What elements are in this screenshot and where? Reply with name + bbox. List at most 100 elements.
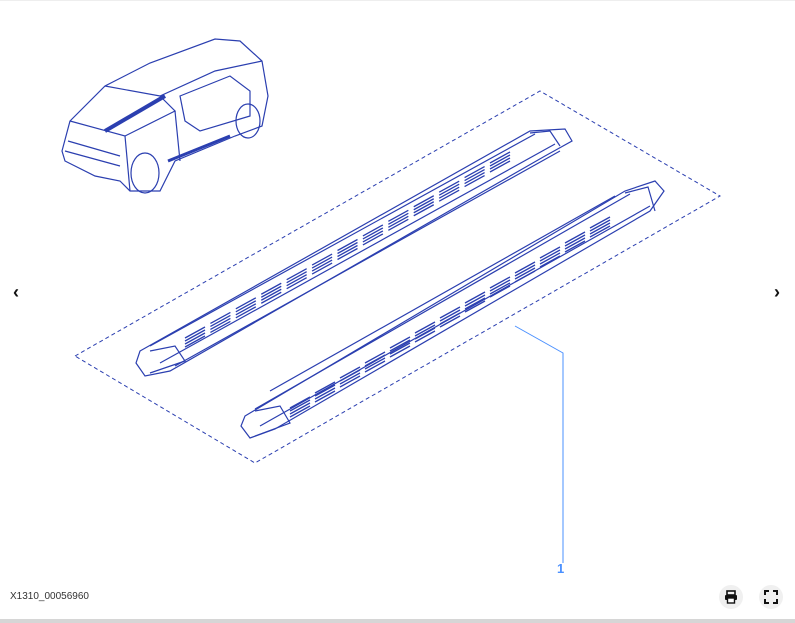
tread-slot [286, 274, 307, 287]
tread-slot [311, 253, 333, 266]
tread-slot [489, 151, 511, 164]
tread-slot [210, 320, 231, 333]
tread-slot [413, 201, 435, 214]
tread-slot [489, 279, 511, 292]
tread-slot [464, 169, 485, 182]
tread-slot [286, 271, 307, 284]
tread-slot [337, 244, 358, 258]
tread-slot [260, 285, 282, 298]
tread-slot [438, 189, 460, 202]
tread-slot [314, 387, 336, 400]
tread-slot [364, 354, 386, 367]
tread-slot [564, 231, 586, 244]
tread-slot [589, 219, 611, 232]
tread-slot [235, 297, 257, 310]
tread-slot [339, 366, 361, 379]
tread-slot [184, 332, 206, 345]
tread-slot [439, 309, 461, 322]
tread-slot [311, 256, 333, 269]
tread-slot [364, 360, 386, 373]
tread-slot [539, 255, 561, 268]
tread-slot [439, 306, 461, 319]
tread-slot [438, 186, 460, 199]
tread-slot [564, 234, 586, 247]
tread-slot [464, 175, 485, 188]
tread-slot [286, 277, 307, 290]
tread-slot [539, 252, 561, 265]
tread-slot [439, 312, 461, 325]
tread-slot [362, 230, 384, 243]
tread-slot [539, 249, 561, 262]
tread-slot [314, 381, 336, 394]
tread-slot [260, 291, 282, 304]
running-board-left [135, 128, 573, 377]
print-button[interactable] [719, 585, 743, 609]
tread-slot [289, 396, 311, 409]
tread-slot [413, 204, 435, 217]
tread-slot [489, 160, 511, 173]
tread-slot [362, 227, 384, 240]
tread-slot [260, 282, 282, 295]
tread-slot [388, 209, 409, 222]
tread-slot [260, 288, 282, 301]
tread-slot [388, 215, 409, 228]
tread-slot [489, 157, 511, 170]
tread-slot [235, 306, 257, 319]
tread-slot [414, 321, 436, 334]
tread-slot [339, 375, 361, 388]
tread-slot [489, 282, 511, 295]
tread-slot [337, 247, 358, 261]
tread-slot [414, 324, 436, 337]
vehicle-illustration [61, 38, 269, 194]
tread-slot [414, 327, 436, 340]
tread-slot [289, 399, 311, 412]
tread-slot [235, 300, 257, 313]
tread-slot [389, 342, 411, 355]
tread-slot [464, 172, 485, 185]
tread-slot [314, 384, 336, 397]
tread-slot [514, 261, 536, 274]
image-reference: X1310_00056960 [10, 591, 89, 602]
running-board-right [240, 180, 665, 439]
tread-slot [489, 285, 511, 298]
tread-slot [438, 180, 460, 193]
next-button[interactable]: › [767, 282, 787, 302]
tread-slot [364, 351, 386, 364]
tread-slot [210, 314, 231, 327]
callout-label[interactable]: 1 [557, 561, 565, 576]
tread-slot [337, 241, 358, 255]
tread-slot [514, 267, 536, 280]
tread-slot [184, 326, 206, 339]
tread-slot [389, 336, 411, 349]
tread-slot [286, 268, 307, 281]
fullscreen-button[interactable] [759, 585, 783, 609]
tread-slot [464, 294, 486, 307]
tread-slot [514, 264, 536, 277]
tread-slot [464, 300, 486, 313]
tread-slot [210, 317, 231, 330]
previous-button[interactable]: ‹ [6, 282, 26, 302]
chevron-left-icon: ‹ [13, 281, 19, 302]
chevron-right-icon: › [774, 281, 780, 302]
tread-slot [438, 183, 460, 196]
tread-slot [184, 329, 206, 342]
tread-slot [413, 195, 435, 208]
tread-slot [489, 276, 511, 289]
tread-slot [362, 233, 384, 246]
bottom-divider [0, 619, 795, 623]
tread-slot [539, 246, 561, 259]
tread-slot [184, 335, 206, 348]
tread-slot [314, 390, 336, 403]
tread-slot [311, 262, 333, 275]
tread-slot [564, 240, 586, 253]
tread-slot [339, 369, 361, 382]
fullscreen-icon [764, 590, 778, 604]
tread-slot [388, 212, 409, 225]
tread-slot [439, 315, 461, 328]
tread-slot [388, 218, 409, 231]
tread-slot [589, 225, 611, 238]
tread-slot [414, 330, 436, 343]
tread-slot [413, 198, 435, 211]
